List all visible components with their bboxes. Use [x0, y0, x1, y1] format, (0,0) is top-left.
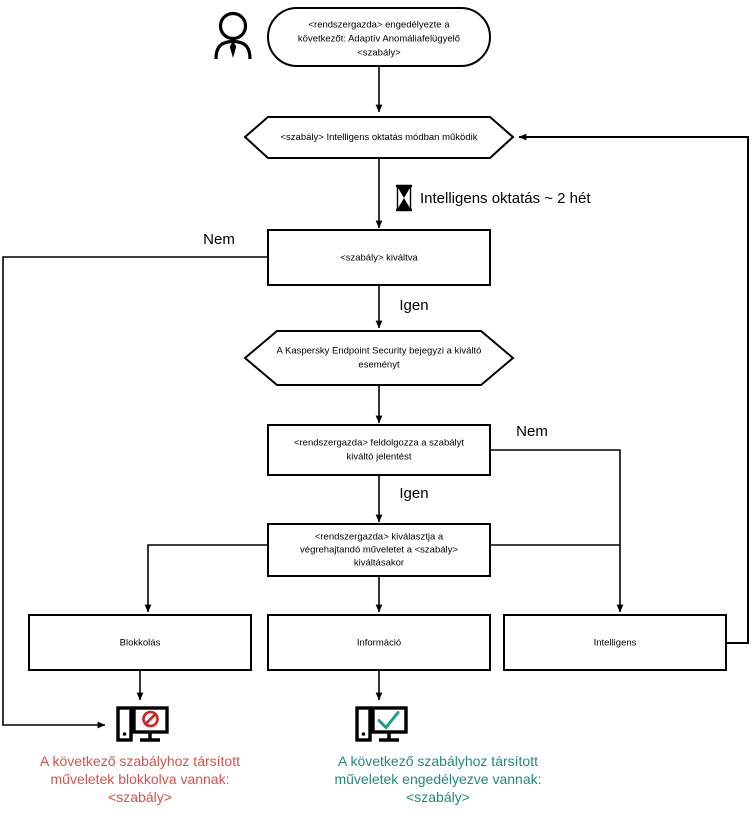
node-process-report-line-2: kiváltó jelentést [347, 452, 412, 463]
caption-allowed-line-1: A következő szabályhoz társított [338, 753, 538, 769]
node-process-report-line-1: <rendszergazda> feldolgozza a szabályt [294, 438, 464, 449]
hourglass-icon [396, 184, 412, 212]
node-smart-mode-line-1: <szabály> Intelligens oktatás módban műk… [281, 132, 478, 143]
node-start-line-3: <szabály> [357, 48, 401, 59]
node-action-info-label: Információ [357, 638, 401, 649]
edge-report-no-to-smart-action [490, 449, 624, 613]
monitor-blocked-icon [116, 706, 169, 742]
branch-label-triggered-no: Nem [203, 231, 235, 248]
edge-triggered-no-to-blocked [2, 256, 268, 729]
edge-smart-action-loopback [518, 133, 749, 644]
caption-allowed-line-2: műveletek engedélyezve vannak: [334, 771, 541, 787]
node-select-action-line-2: végrehajtandó műveletet a <szabály> [300, 545, 458, 556]
node-action-block-label: Blokkolás [120, 638, 161, 649]
caption-allowed-line-3: <szabály> [406, 789, 470, 805]
monitor-allowed-icon [355, 706, 408, 742]
node-process-report: <rendszergazda> feldolgozza a szabályt k… [267, 424, 491, 476]
caption-allowed: A következő szabályhoz társított művelet… [334, 753, 541, 805]
node-action-smart: Intelligens [503, 614, 727, 671]
timer-annotation: Intelligens oktatás ~ 2 hét [396, 184, 591, 212]
node-log-event-line-2: eseményt [358, 360, 400, 371]
branch-label-triggered-yes: Igen [399, 297, 428, 314]
timer-label: Intelligens oktatás ~ 2 hét [420, 190, 591, 207]
branch-label-report-yes: Igen [399, 485, 428, 502]
edge-select-to-block [144, 544, 268, 613]
node-action-smart-label: Intelligens [594, 638, 637, 649]
caption-blocked-line-3: <szabály> [108, 789, 172, 805]
branch-label-report-no: Nem [516, 423, 548, 440]
node-action-block: Blokkolás [28, 614, 252, 671]
node-select-action-line-1: <rendszergazda> kiválasztja a [315, 532, 444, 543]
node-triggered: <szabály> kiváltva [267, 229, 491, 286]
caption-blocked: A következő szabályhoz társított művelet… [40, 753, 240, 805]
node-start: <rendszergazda> engedélyezte a következő… [267, 7, 491, 67]
node-start-line-1: <rendszergazda> engedélyezte a [308, 20, 450, 31]
node-smart-mode: <szabály> Intelligens oktatás módban műk… [243, 116, 515, 159]
node-select-action: <rendszergazda> kiválasztja a végrehajta… [267, 523, 491, 577]
caption-blocked-line-2: műveletek blokkolva vannak: [51, 771, 230, 787]
node-select-action-line-3: kiváltásakor [354, 558, 404, 569]
node-start-line-2: következőt: Adaptív Anomáliafelügyelő [298, 34, 460, 45]
node-log-event: A Kaspersky Endpoint Security bejegyzi a… [243, 330, 515, 386]
node-log-event-line-1: A Kaspersky Endpoint Security bejegyzi a… [277, 346, 482, 357]
node-triggered-line-1: <szabály> kiváltva [340, 253, 418, 264]
person-icon [214, 11, 252, 60]
node-action-info: Információ [267, 614, 491, 671]
caption-blocked-line-1: A következő szabályhoz társított [40, 753, 240, 769]
